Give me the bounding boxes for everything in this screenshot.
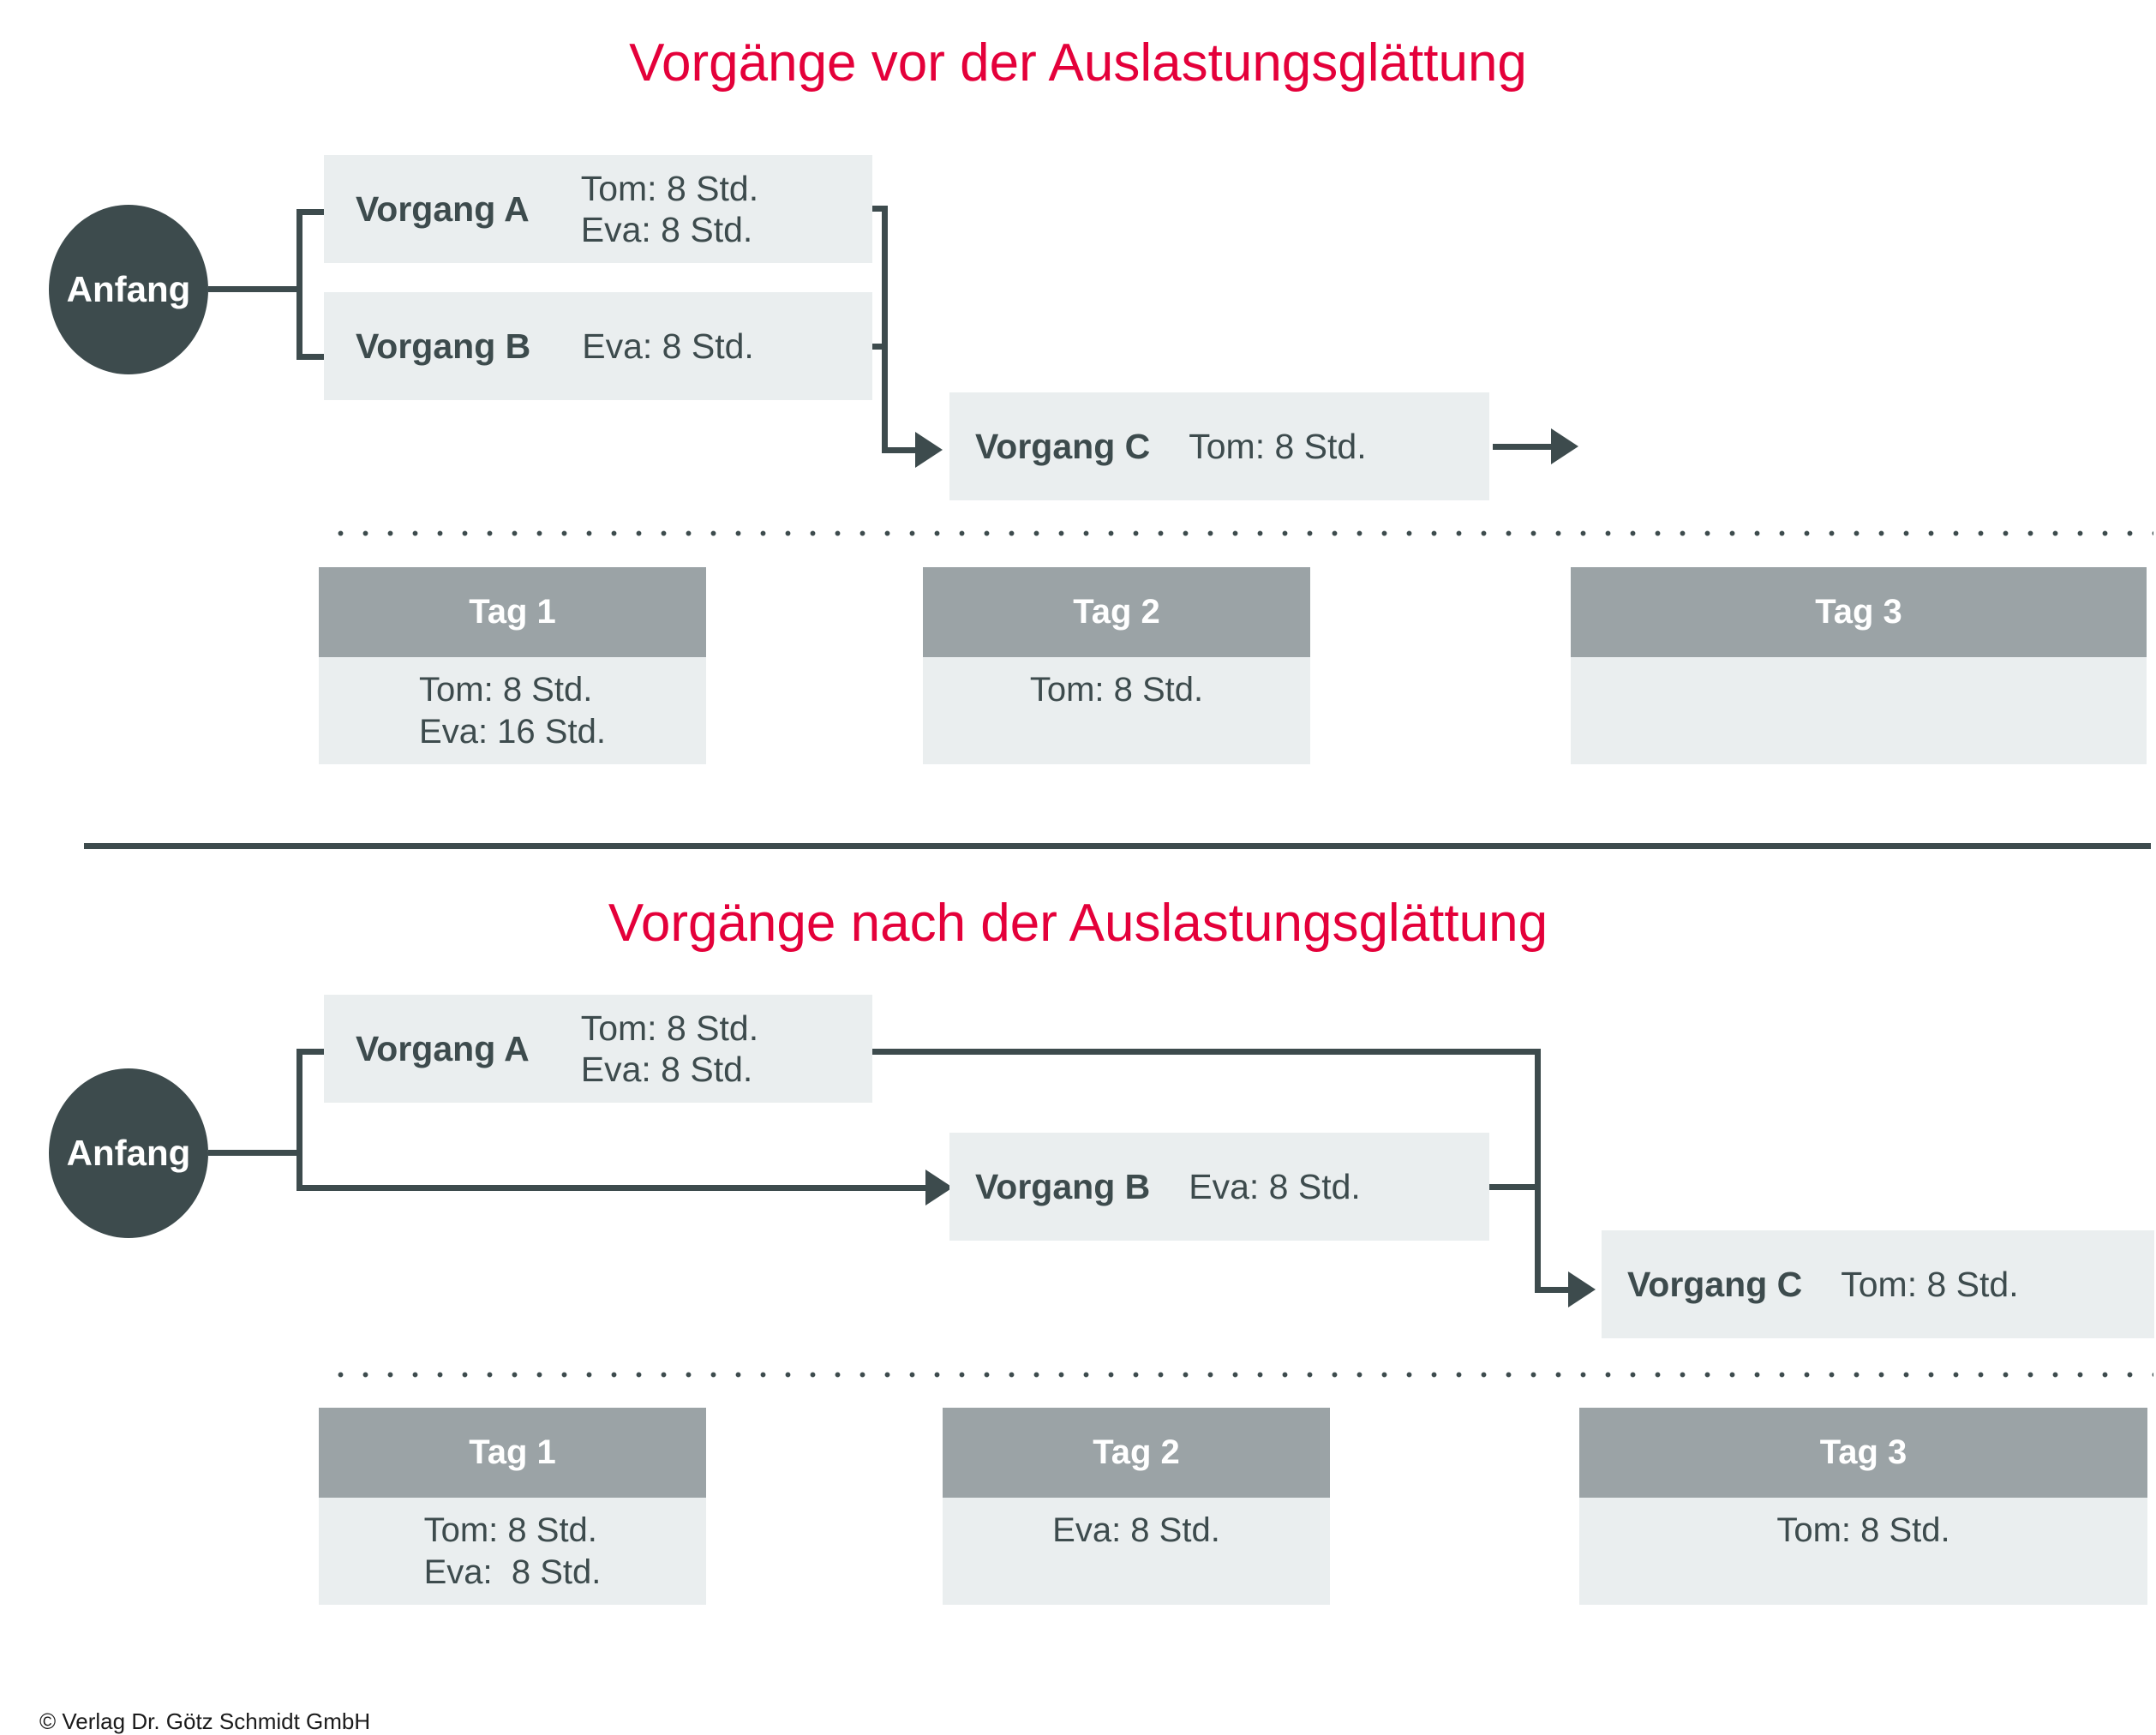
task-c-resources-before: Tom: 8 Std. [1189, 426, 1367, 466]
connector-merge-to-c-top [882, 447, 918, 453]
task-a-resources-before: Tom: 8 Std. Eva: 8 Std. [580, 168, 759, 249]
day-column-1-before: Tag 1 Tom: 8 Std. Eva: 16 Std. [319, 567, 706, 764]
day-1-header-after: Tag 1 [319, 1408, 706, 1498]
day-3-header-before: Tag 3 [1571, 567, 2147, 657]
arrowhead-anfang-to-b-bot [925, 1170, 953, 1206]
task-b-resources-before: Eva: 8 Std. [582, 326, 754, 366]
day-3-header-after: Tag 3 [1579, 1408, 2147, 1498]
day-column-2-before: Tag 2 Tom: 8 Std. [923, 567, 1310, 764]
connector-a-down-bot [1535, 1049, 1541, 1293]
day-3-body-after: Tom: 8 Std. [1579, 1498, 2147, 1605]
task-c-label-after: Vorgang C [1627, 1264, 1803, 1304]
day-column-2-after: Tag 2 Eva: 8 Std. [943, 1408, 1330, 1605]
connector-c-out-top [1493, 444, 1554, 450]
connector-anfang-to-a-bot [296, 1049, 334, 1055]
day-1-body-before: Tom: 8 Std. Eva: 16 Std. [319, 657, 706, 764]
connector-anfang-to-b-top [296, 354, 334, 360]
day-2-header-before: Tag 2 [923, 567, 1310, 657]
day-2-body-before: Tom: 8 Std. [923, 657, 1310, 764]
connector-anfang-to-b-bot [296, 1185, 931, 1191]
day-1-load-after: Tom: 8 Std. Eva: 8 Std. [423, 1511, 602, 1591]
task-box-b-before: Vorgang B Eva: 8 Std. [324, 292, 872, 400]
connector-anfang-stem-top [208, 286, 302, 292]
arrowhead-merge-to-c-top [915, 432, 943, 468]
day-column-1-after: Tag 1 Tom: 8 Std. Eva: 8 Std. [319, 1408, 706, 1605]
task-box-c-after: Vorgang C Tom: 8 Std. [1602, 1230, 2154, 1338]
copyright-notice: © Verlag Dr. Götz Schmidt GmbH [39, 1708, 371, 1734]
task-b-label-before: Vorgang B [356, 326, 531, 366]
connector-a-out-top [872, 206, 888, 212]
task-c-resources-after: Tom: 8 Std. [1841, 1264, 2019, 1304]
section-title-after: Vorgänge nach der Auslastungsglättung [608, 894, 1548, 953]
connector-b-out-top [872, 344, 888, 350]
day-2-load-after: Eva: 8 Std. [1052, 1511, 1220, 1549]
task-b-resources-after: Eva: 8 Std. [1189, 1166, 1361, 1206]
section-title-before: Vorgänge vor der Auslastungsglättung [629, 33, 1527, 93]
dotted-separator-before [328, 529, 2153, 537]
connector-merge-ab-top [882, 206, 888, 453]
task-box-a-before: Vorgang A Tom: 8 Std. Eva: 8 Std. [324, 155, 872, 263]
task-a-resources-after: Tom: 8 Std. Eva: 8 Std. [580, 1008, 759, 1089]
day-2-body-after: Eva: 8 Std. [943, 1498, 1330, 1605]
task-box-c-before: Vorgang C Tom: 8 Std. [949, 392, 1489, 500]
start-node-before: Anfang [49, 205, 208, 374]
connector-anfang-split-top [296, 209, 302, 360]
day-1-load-before: Tom: 8 Std. Eva: 16 Std. [419, 671, 606, 751]
day-2-load-before: Tom: 8 Std. [1029, 671, 1204, 709]
connector-to-c-bot [1535, 1287, 1571, 1293]
task-box-a-after: Vorgang A Tom: 8 Std. Eva: 8 Std. [324, 995, 872, 1103]
arrowhead-c-out-top [1551, 428, 1578, 464]
day-1-body-after: Tom: 8 Std. Eva: 8 Std. [319, 1498, 706, 1605]
day-3-body-before [1571, 657, 2147, 764]
day-3-load-after: Tom: 8 Std. [1776, 1511, 1950, 1549]
connector-anfang-stem-bot [208, 1150, 302, 1156]
task-box-b-after: Vorgang B Eva: 8 Std. [949, 1133, 1489, 1241]
task-b-label-after: Vorgang B [975, 1166, 1151, 1206]
connector-b-out-bot [1489, 1184, 1539, 1190]
section-divider [84, 843, 2151, 849]
day-1-header-before: Tag 1 [319, 567, 706, 657]
task-c-label-before: Vorgang C [975, 426, 1151, 466]
dotted-separator-after [328, 1371, 2153, 1379]
connector-anfang-to-a-top [296, 209, 334, 215]
connector-a-out-bot [872, 1049, 1541, 1055]
arrowhead-to-c-bot [1568, 1271, 1596, 1307]
day-column-3-before: Tag 3 [1571, 567, 2147, 764]
task-a-label-before: Vorgang A [356, 188, 530, 229]
task-a-label-after: Vorgang A [356, 1028, 530, 1068]
day-2-header-after: Tag 2 [943, 1408, 1330, 1498]
connector-anfang-split-bot [296, 1049, 302, 1191]
day-column-3-after: Tag 3 Tom: 8 Std. [1579, 1408, 2147, 1605]
start-node-after: Anfang [49, 1068, 208, 1238]
